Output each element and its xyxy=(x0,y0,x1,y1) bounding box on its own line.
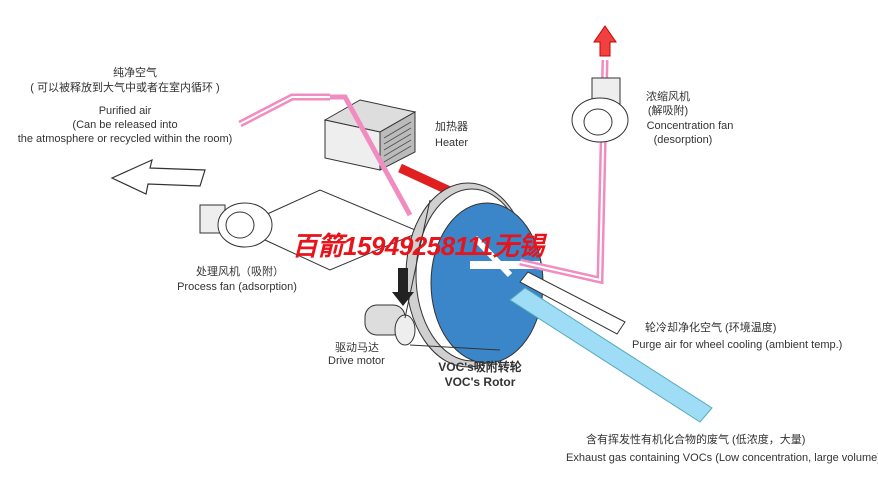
exhaust-up-arrow xyxy=(593,25,617,57)
voc-rotor xyxy=(405,182,544,368)
motor-en: Drive motor xyxy=(328,355,385,367)
conc-fan-en: Concentration fan xyxy=(646,120,734,132)
heater-cn: 加热器 xyxy=(435,121,468,133)
heater-unit xyxy=(323,99,417,171)
purified-air-en-note1: (Can be released into xyxy=(72,119,178,131)
pink-duct-to-rotor xyxy=(330,94,413,217)
rotor-en: VOC's Rotor xyxy=(444,375,516,389)
process-fan-cn: 处理风机（吸附） xyxy=(196,266,284,278)
motor-cn: 驱动马达 xyxy=(335,342,379,354)
conc-fan-en-note: (desorption) xyxy=(653,134,713,146)
purge-en: Purge air for wheel cooling (ambient tem… xyxy=(632,339,843,351)
purified-air-en: Purified air xyxy=(98,105,152,117)
purified-air-en-note2: the atmosphere or recycled within the ro… xyxy=(17,133,233,145)
rotation-arrow xyxy=(392,268,414,306)
process-fan-en: Process fan (adsorption) xyxy=(177,281,297,293)
conc-fan-cn-note: (解吸附) xyxy=(647,105,689,117)
purge-cn: 轮冷却净化空气 (环境温度) xyxy=(645,322,777,334)
drive-motor xyxy=(364,199,501,351)
exhaust-cn: 含有挥发性有机化合物的废气 (低浓度，大量) xyxy=(586,434,806,446)
purified-air-cn-note: ( 可以被释放到大气中或者在室内循环 ) xyxy=(30,82,220,94)
exhaust-en: Exhaust gas containing VOCs (Low concent… xyxy=(566,452,878,464)
pink-purified-duct xyxy=(238,93,330,128)
rotor-cn: VOC's吸附转轮 xyxy=(438,360,522,374)
conc-fan-cn: 浓缩风机 xyxy=(646,91,690,103)
watermark: 百箭15949258111无锡 xyxy=(292,231,544,261)
purge-air-duct xyxy=(519,271,626,335)
heater-en: Heater xyxy=(435,137,469,149)
purified-air-cn: 纯净空气 xyxy=(113,67,157,79)
process-fan xyxy=(199,202,273,248)
concentration-fan xyxy=(571,77,629,143)
exhaust-gas-duct xyxy=(509,287,713,423)
purified-air-arrow xyxy=(110,158,206,195)
